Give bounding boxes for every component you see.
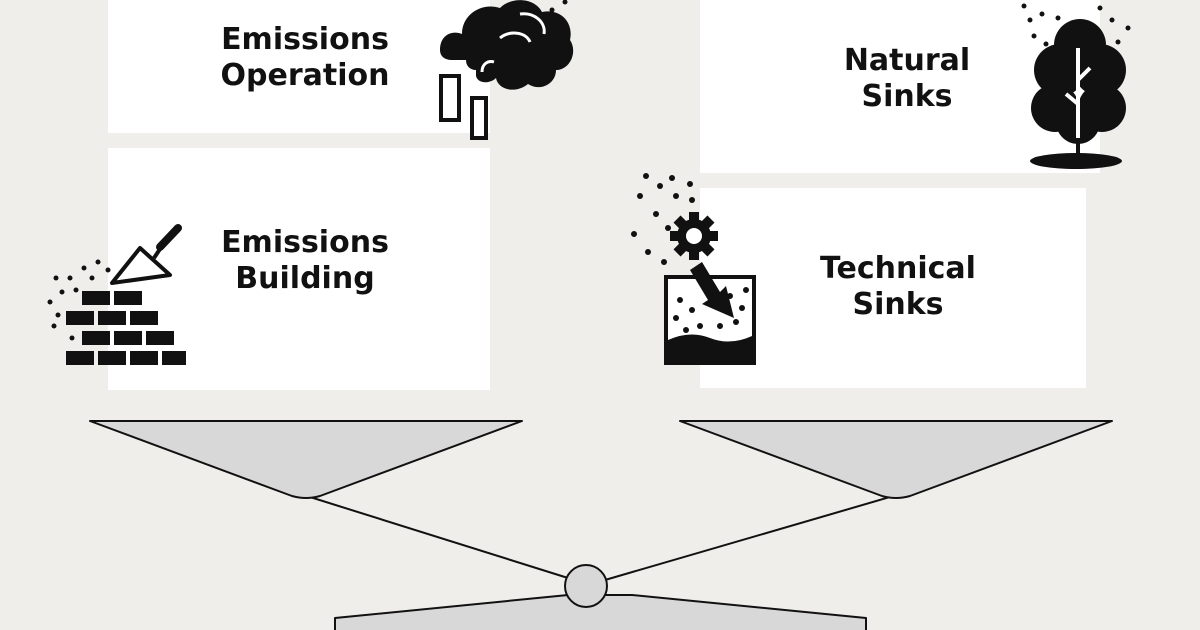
natural-sinks-card [700, 0, 1100, 173]
technical-sinks-line1: Technical [820, 251, 976, 286]
left-scale-pan [89, 420, 523, 499]
emissions-operation-card [108, 0, 490, 133]
technical-sinks-card [700, 188, 1086, 388]
emissions-operation-label: Emissions Operation [200, 22, 410, 94]
factory-smoke-icon [439, 0, 574, 140]
emissions-building-card [108, 148, 490, 390]
scale-beam [309, 496, 891, 581]
scale-pivot [564, 564, 608, 608]
technical-sinks-label: Technical Sinks [783, 251, 1013, 323]
technical-sinks-line2: Sinks [852, 287, 944, 322]
emissions-operation-line1: Emissions [221, 22, 389, 57]
natural-sinks-label: Natural Sinks [792, 43, 1022, 115]
right-scale-pan [679, 420, 1113, 499]
natural-sinks-line2: Sinks [861, 79, 953, 114]
emissions-building-line1: Emissions [221, 225, 389, 260]
natural-sinks-line1: Natural [843, 43, 971, 78]
tree-icon [1021, 3, 1131, 169]
gear-capture-icon [631, 173, 756, 365]
emissions-building-line2: Building [235, 261, 375, 296]
emissions-operation-line2: Operation [220, 58, 390, 93]
emissions-building-label: Emissions Building [200, 225, 410, 297]
brick-wall-trowel-icon [47, 224, 186, 365]
